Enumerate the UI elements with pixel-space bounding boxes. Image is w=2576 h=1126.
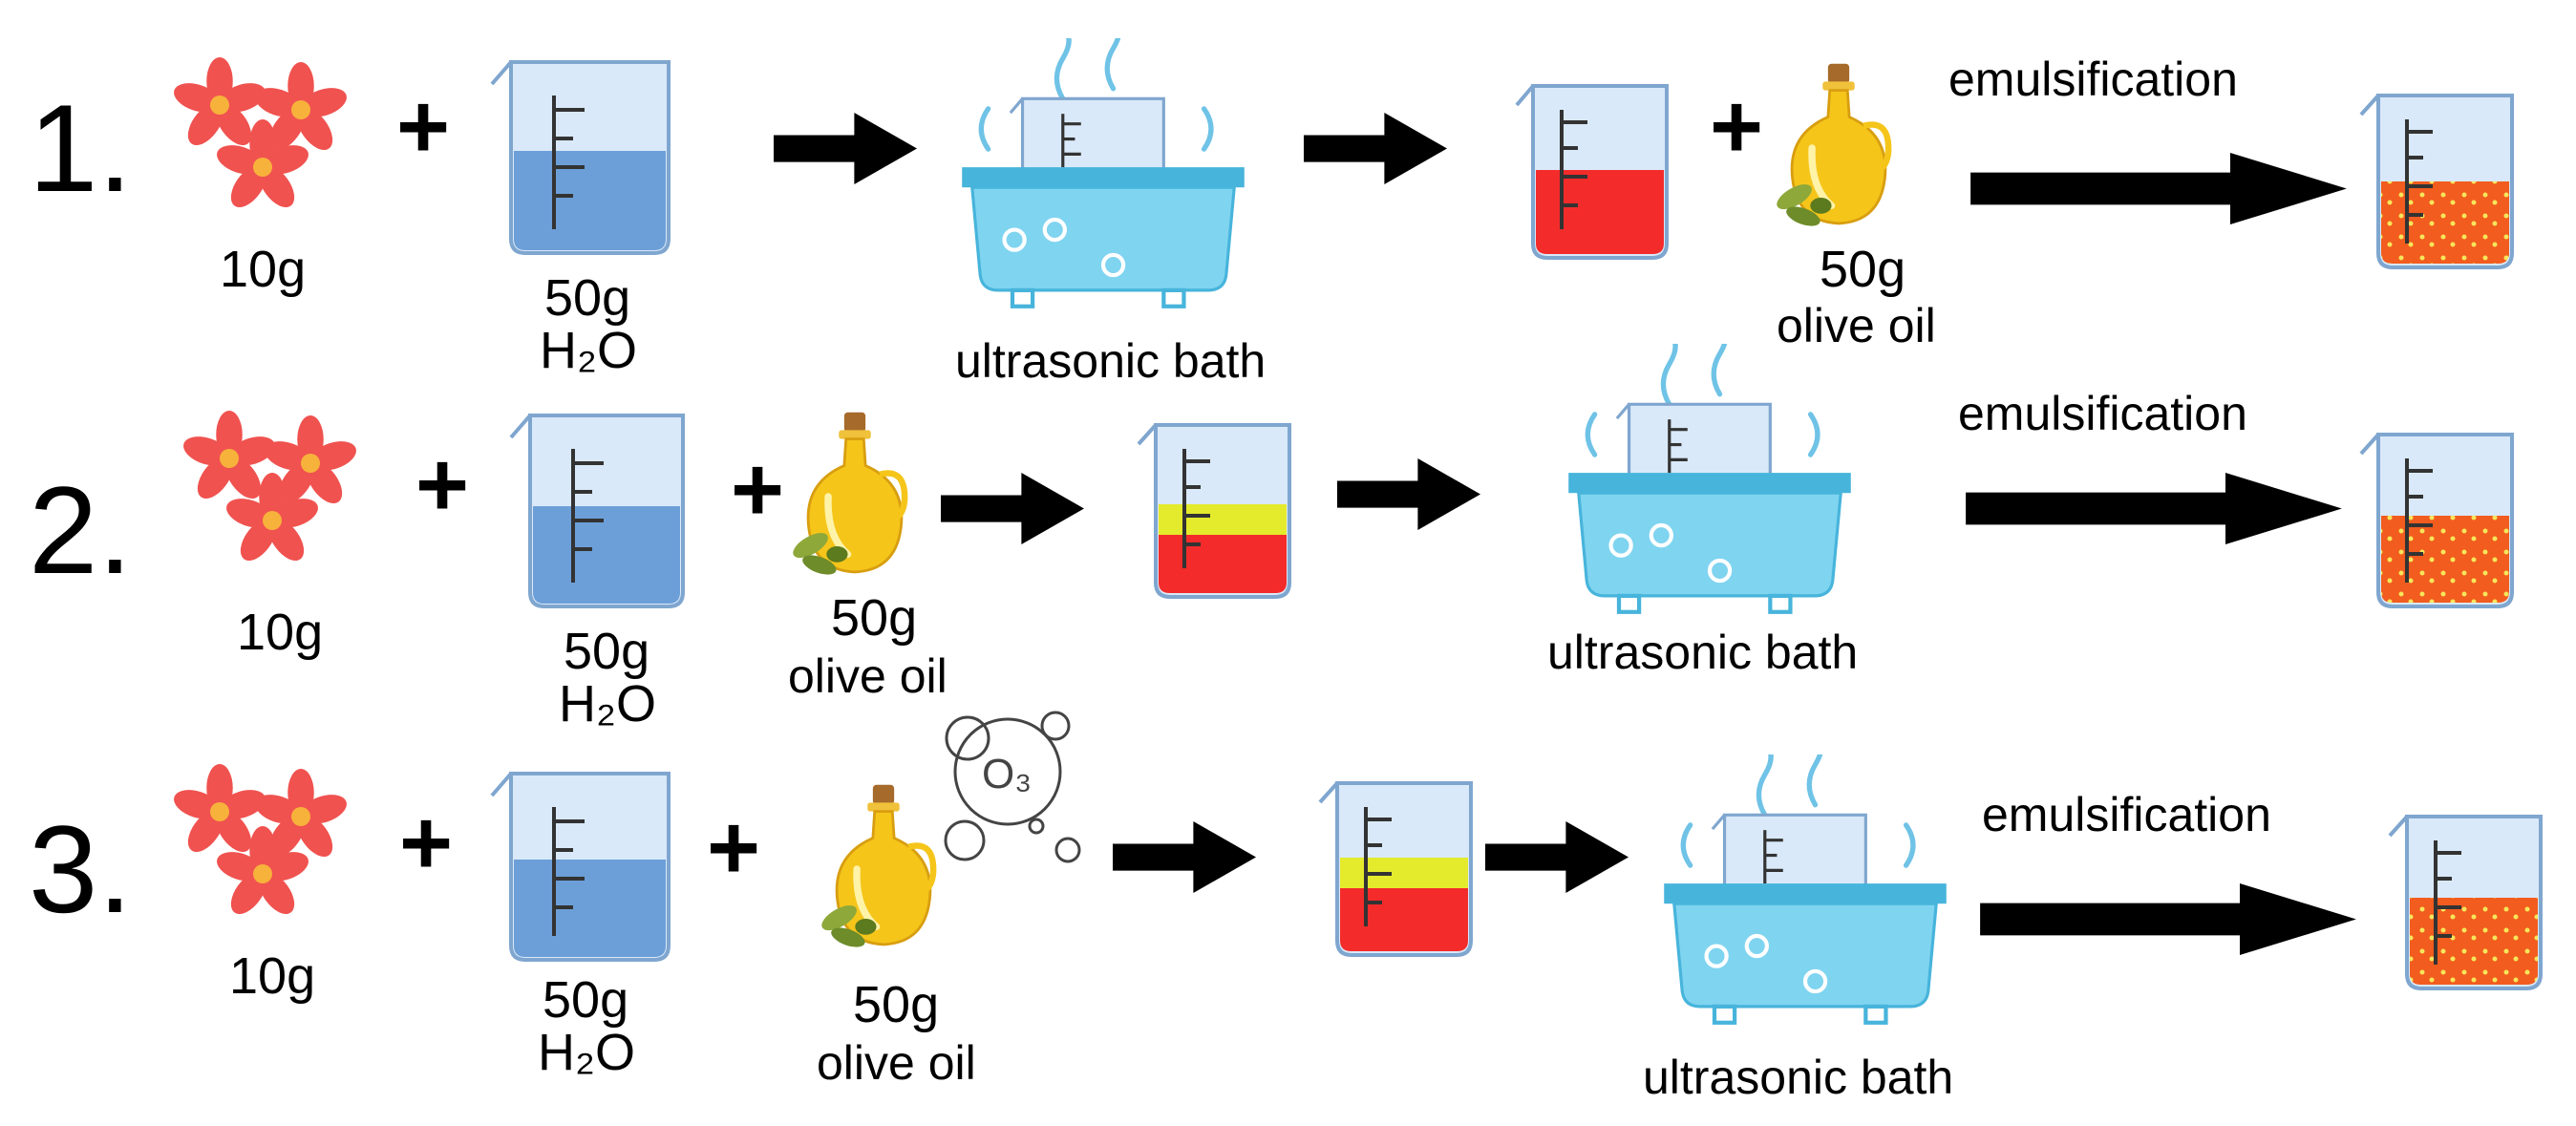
plus-sign: + xyxy=(1710,75,1763,178)
emulsion-beaker-icon xyxy=(2359,94,2514,269)
flowers-icon xyxy=(170,764,351,921)
water-quantity: 50g xyxy=(544,269,630,327)
water-beaker-icon xyxy=(490,60,671,255)
water-beaker-icon xyxy=(490,772,671,962)
water-label: H₂O xyxy=(540,322,637,379)
olive-oil-bottle-icon xyxy=(789,413,905,579)
ultrasonic-bath-label: ultrasonic bath xyxy=(1547,626,1858,679)
layered-beaker-icon xyxy=(1318,781,1473,957)
plus-sign: + xyxy=(731,438,784,541)
ultrasonic-bath-label: ultrasonic bath xyxy=(955,334,1266,388)
ultrasonic-bath-label: ultrasonic bath xyxy=(1643,1051,1953,1104)
ultrasonic-bath-icon xyxy=(1664,734,1947,1023)
arrow-icon xyxy=(1113,821,1256,893)
ozone-bubbles-icon: O₃ xyxy=(944,711,1081,863)
arrow-icon xyxy=(1966,473,2342,544)
arrow-icon xyxy=(1337,458,1480,530)
row-3: 3. 10g + 50g H₂O + 50g olive oil O₃ xyxy=(29,711,2543,1104)
ultrasonic-bath-icon xyxy=(1568,324,1851,612)
emulsification-label: emulsification xyxy=(1948,53,2238,106)
arrow-icon xyxy=(941,473,1084,544)
plus-sign: + xyxy=(399,792,453,894)
step-number-2: 2. xyxy=(29,460,132,600)
layered-beaker-icon xyxy=(1137,423,1291,599)
flowers-icon xyxy=(180,411,360,567)
oil-quantity: 50g xyxy=(1820,241,1905,298)
water-label: H₂O xyxy=(559,675,656,733)
emulsion-beaker-icon xyxy=(2359,433,2514,608)
arrow-icon xyxy=(1970,153,2347,224)
arrow-icon xyxy=(1485,821,1629,893)
ozone-label: O₃ xyxy=(982,751,1032,797)
oil-label: olive oil xyxy=(817,1036,976,1090)
water-quantity: 50g xyxy=(543,971,628,1029)
step-number-3: 3. xyxy=(29,799,132,939)
row-1: 1. 10g + 50g H₂O ultrasonic bath xyxy=(29,18,2514,388)
emulsification-label: emulsification xyxy=(1982,788,2271,841)
emulsification-label: emulsification xyxy=(1958,387,2247,440)
flowers-icon xyxy=(170,57,351,214)
oil-quantity: 50g xyxy=(853,976,939,1033)
ultrasonic-bath-icon xyxy=(962,18,1245,307)
arrow-icon xyxy=(774,113,917,184)
flowers-quantity: 10g xyxy=(220,241,306,298)
plus-sign: + xyxy=(707,797,760,899)
emulsion-beaker-icon xyxy=(2388,815,2543,990)
olive-oil-bottle-icon xyxy=(818,785,933,951)
row-2: 2. 10g + 50g H₂O + 50g olive oil xyxy=(29,324,2514,733)
plus-sign: + xyxy=(396,75,450,178)
olive-oil-bottle-icon xyxy=(1773,64,1888,230)
plus-sign: + xyxy=(415,434,469,536)
water-beaker-icon xyxy=(509,414,685,608)
arrow-icon xyxy=(1980,883,2356,955)
flowers-quantity: 10g xyxy=(229,947,315,1005)
red-extract-beaker-icon xyxy=(1515,84,1669,260)
arrow-icon xyxy=(1304,113,1447,184)
water-label: H₂O xyxy=(538,1024,635,1081)
flowers-quantity: 10g xyxy=(237,604,323,661)
water-quantity: 50g xyxy=(564,623,649,680)
oil-quantity: 50g xyxy=(831,589,917,647)
oil-label: olive oil xyxy=(1777,299,1936,352)
oil-label: olive oil xyxy=(788,649,947,703)
step-number-1: 1. xyxy=(29,78,132,218)
